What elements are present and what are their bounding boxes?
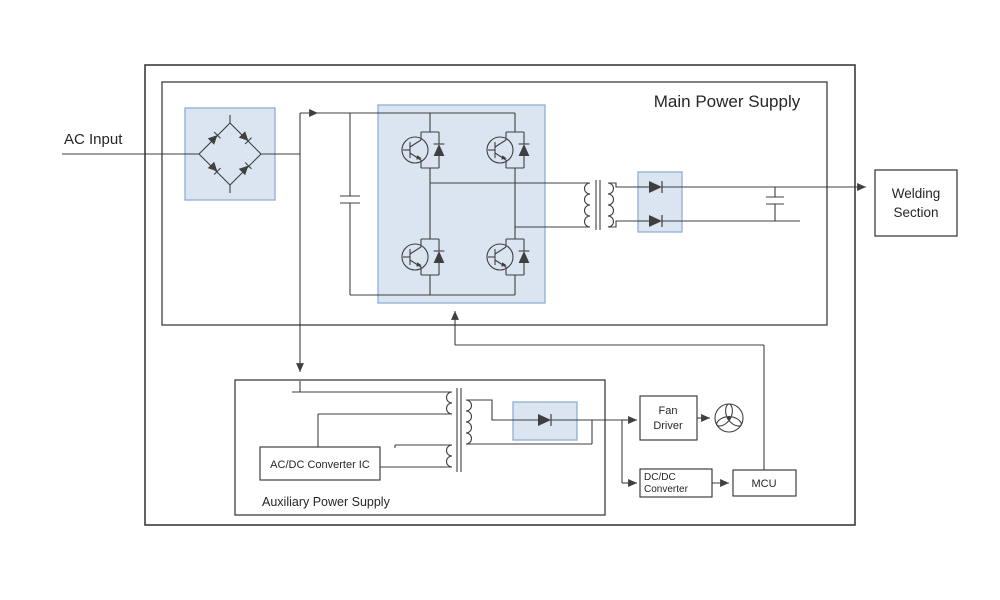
welding-section-label-line2: Section: [893, 205, 938, 220]
aux-power-supply-box: [234, 379, 606, 516]
labels: AC Input Main Power Supply Welding Secti…: [64, 92, 940, 509]
fan-driver-box: [639, 395, 698, 441]
main-power-supply-label: Main Power Supply: [654, 92, 801, 111]
dc-bus-capacitor-icon: [340, 113, 360, 295]
dcdc-converter-label-line2: Converter: [644, 484, 689, 495]
aux-power-supply-label: Auxiliary Power Supply: [262, 495, 391, 509]
igbt-full-bridge: [401, 113, 590, 295]
mcu-label: MCU: [751, 478, 776, 490]
system-boundary-box: [144, 64, 856, 526]
highlight-boxes: [184, 104, 683, 441]
output-rectifier: [638, 180, 682, 228]
circuit-wiring: [62, 109, 866, 487]
welding-section-box: [874, 169, 958, 237]
aux-transformer-icon: [446, 388, 472, 472]
acdc-converter-ic-label: AC/DC Converter IC: [270, 459, 370, 471]
fan-driver-label-line1: Fan: [659, 405, 678, 417]
fan-driver-label-line2: Driver: [653, 420, 683, 432]
ac-input-label: AC Input: [64, 131, 123, 148]
mcu-feedback-path: [451, 311, 765, 470]
output-capacitor-icon: [766, 187, 784, 221]
main-power-supply-box: [161, 81, 828, 326]
aux-supply-circuit: [292, 381, 593, 472]
bridge-rectifier-icon: [198, 115, 262, 193]
main-transformer-icon: [584, 180, 638, 230]
dcdc-converter-label-line1: DC/DC: [644, 472, 676, 483]
outline-boxes: [144, 64, 958, 526]
dcdc-converter-box: [639, 468, 713, 498]
igbt-bridge-highlight-box: [377, 104, 546, 304]
output-rectifier-highlight-box: [637, 171, 683, 233]
welding-section-label-line1: Welding: [892, 186, 941, 201]
acdc-converter-ic-box: [259, 446, 381, 481]
mcu-box: [732, 469, 797, 497]
fan-icon: [714, 403, 744, 433]
